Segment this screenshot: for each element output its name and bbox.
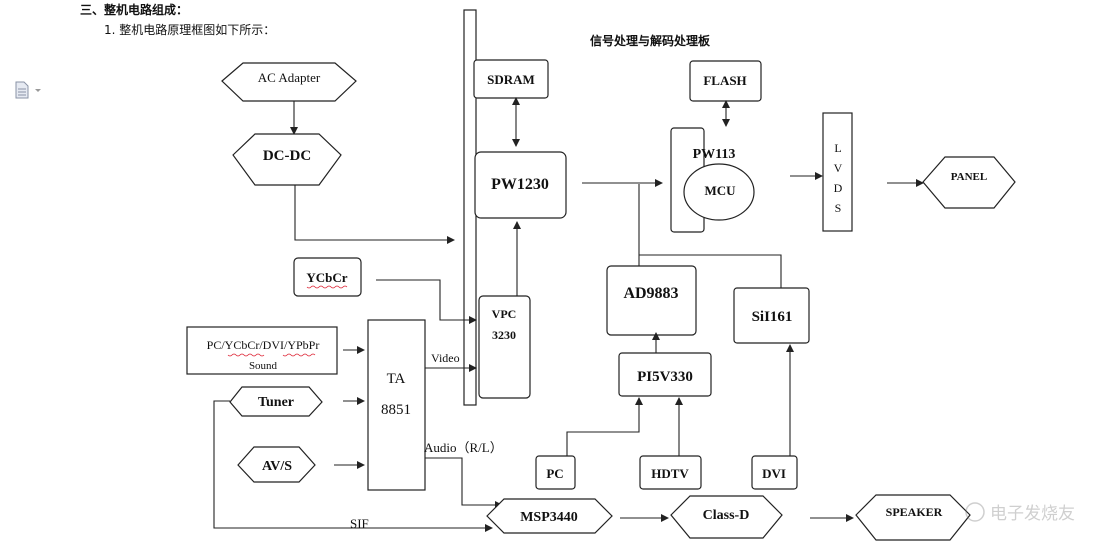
vpc3230-block: VPC 3230 — [478, 295, 531, 399]
svg-text:YCbCr: YCbCr — [306, 270, 347, 285]
sdram-block: SDRAM — [473, 59, 549, 99]
bus-join — [639, 254, 782, 288]
video-label: Video — [431, 351, 460, 365]
svg-text:DVI: DVI — [762, 466, 786, 481]
svg-text:电子发烧友: 电子发烧友 — [990, 504, 1075, 524]
document-icon[interactable] — [15, 81, 41, 99]
svg-text:Tuner: Tuner — [258, 395, 294, 410]
svg-text:Class-D: Class-D — [703, 508, 750, 523]
board-title: 信号处理与解码处理板 — [590, 33, 711, 48]
svg-text:PC: PC — [546, 466, 563, 481]
svg-text:AV/S: AV/S — [262, 459, 292, 474]
dvi-block: DVI — [751, 455, 798, 490]
ac-adapter-block: AC Adapter — [221, 62, 357, 102]
svg-text:PW113: PW113 — [693, 147, 736, 162]
svg-text:VPC: VPC — [492, 307, 517, 321]
item-heading: 1. 整机电路原理框图如下所示： — [104, 22, 275, 37]
svg-text:PANEL: PANEL — [951, 171, 987, 183]
arrow-pc-to-pi5v330 — [566, 397, 643, 456]
ta8851-block: TA 8851 — [367, 319, 426, 491]
svg-text:PC/YCbCr/DVI/YPbPr: PC/YCbCr/DVI/YPbPr — [207, 338, 320, 352]
svg-text:MSP3440: MSP3440 — [520, 510, 578, 525]
section-heading: 三、整机电路组成： — [80, 2, 188, 17]
sil161-block: SiI161 — [733, 287, 810, 344]
svg-text:MCU: MCU — [704, 183, 736, 198]
arrow-tuner-sif-to-msp — [213, 400, 493, 532]
panel-block: PANEL — [922, 156, 1016, 209]
ad9883-block: AD9883 — [606, 265, 697, 336]
svg-text:SiI161: SiI161 — [752, 309, 793, 325]
svg-text:HDTV: HDTV — [651, 466, 689, 481]
speaker-block: SPEAKER — [855, 494, 971, 541]
classd-block: Class-D — [670, 495, 783, 539]
svg-text:3230: 3230 — [492, 328, 516, 342]
flash-block: FLASH — [689, 60, 762, 102]
watermark-logo: 电子发烧友 — [965, 502, 1075, 524]
audio-label: Audio（R/L） — [424, 440, 503, 455]
svg-text:SPEAKER: SPEAKER — [886, 505, 943, 519]
svg-text:DC-DC: DC-DC — [263, 148, 311, 164]
pi5v330-block: PI5V330 — [618, 352, 712, 397]
svg-text:FLASH: FLASH — [703, 73, 746, 88]
svg-text:D: D — [834, 181, 843, 195]
svg-text:AD9883: AD9883 — [623, 285, 678, 302]
pc-input-block: PC/YCbCr/DVI/YPbPr Sound — [186, 326, 338, 375]
mcu-block: MCU — [683, 163, 755, 221]
dcdc-block: DC-DC — [232, 133, 342, 186]
sif-label: SIF — [350, 516, 369, 531]
arrow-ycbcr-to-vpc — [376, 279, 477, 324]
arrow-dcdc-to-bus — [294, 185, 455, 244]
pw1230-block: PW1230 — [474, 151, 567, 219]
svg-text:L: L — [834, 141, 841, 155]
svg-text:AC Adapter: AC Adapter — [258, 70, 321, 85]
svg-text:S: S — [835, 201, 842, 215]
tuner-block: Tuner — [229, 386, 323, 417]
svg-text:V: V — [834, 161, 843, 175]
svg-text:8851: 8851 — [381, 402, 411, 418]
arrow-ta-audio-to-msp — [425, 457, 503, 509]
lvds-block: L V D S — [822, 112, 853, 232]
svg-text:SDRAM: SDRAM — [487, 72, 535, 87]
avs-block: AV/S — [237, 446, 316, 483]
svg-text:PI5V330: PI5V330 — [637, 369, 693, 385]
svg-text:TA: TA — [387, 371, 406, 387]
msp3440-block: MSP3440 — [486, 498, 613, 534]
ycbcr-block: YCbCr — [293, 257, 362, 297]
hdtv-block: HDTV — [639, 455, 702, 490]
svg-text:Sound: Sound — [249, 360, 278, 372]
pc-block: PC — [535, 455, 576, 490]
svg-text:PW1230: PW1230 — [491, 176, 549, 193]
